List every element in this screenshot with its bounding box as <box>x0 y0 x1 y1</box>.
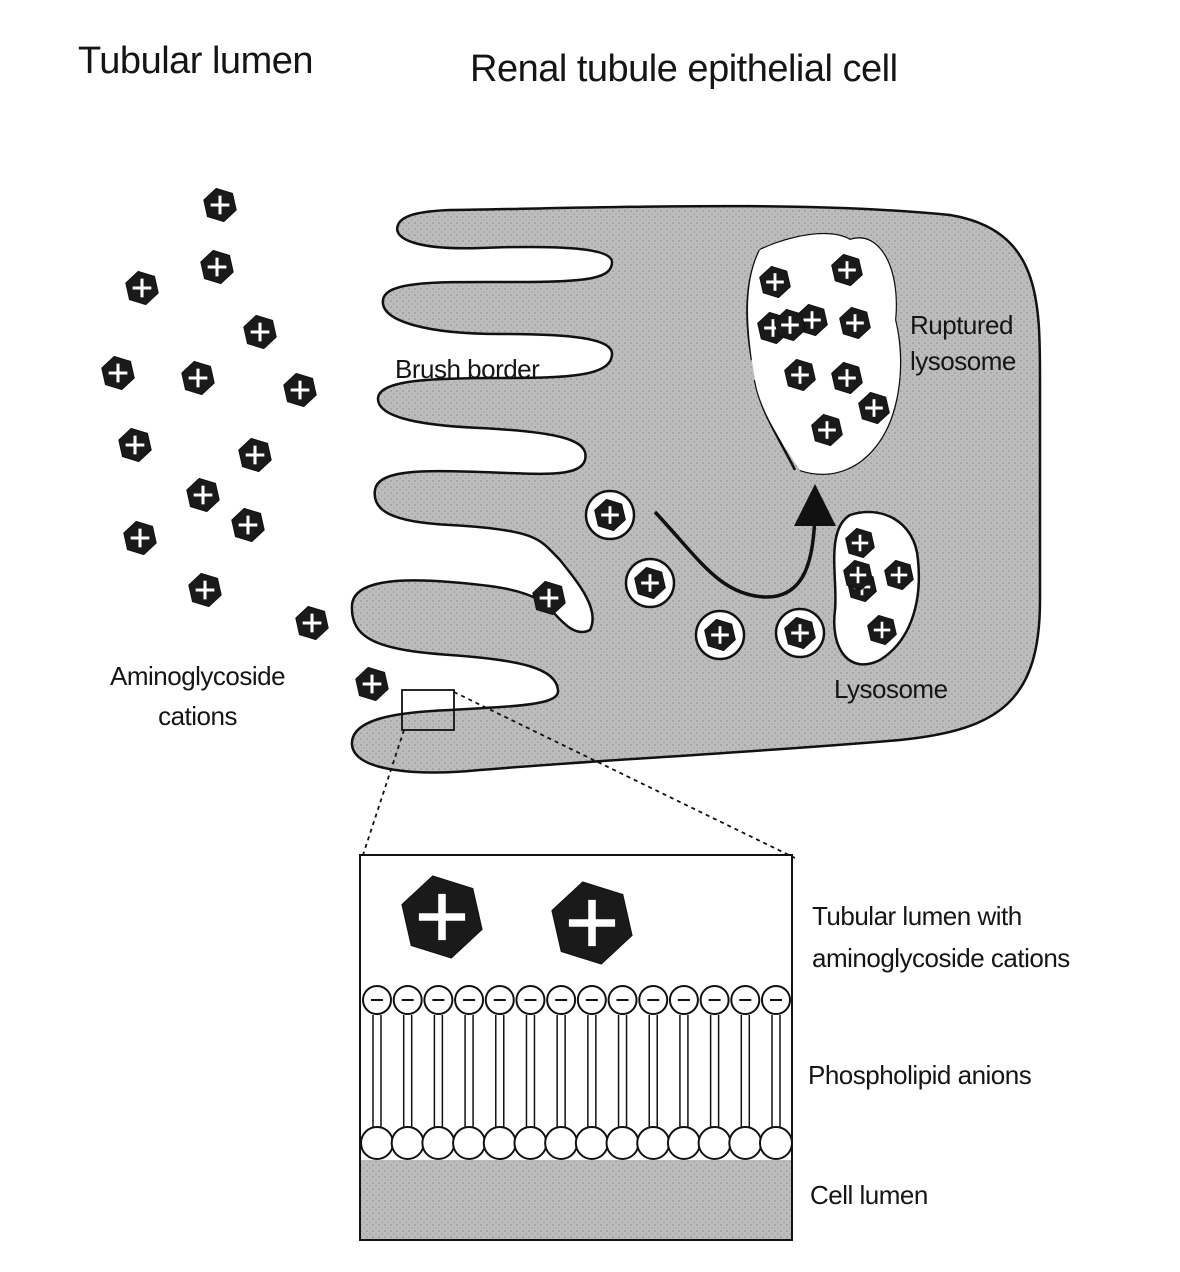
zoom-region-marker <box>401 689 455 731</box>
phospholipid-molecule: − <box>759 985 793 1160</box>
inner-leaflet-head <box>666 1126 701 1160</box>
ruptured-lysosome-cation: + <box>774 308 806 342</box>
phospholipid-molecule: − <box>666 985 701 1160</box>
phospholipid-molecule: − <box>697 985 732 1160</box>
lumen-aminoglycoside-cation: + <box>125 270 159 306</box>
phospholipid-molecule: − <box>452 985 487 1160</box>
ruptured-lysosome-cation: + <box>831 253 863 287</box>
tubular-lumen-with-cations-line2: aminoglycoside cations <box>812 943 1070 973</box>
inner-leaflet-head <box>697 1126 732 1160</box>
lysosome-cation: + <box>867 614 897 646</box>
inner-leaflet-head <box>421 1126 456 1160</box>
ruptured-lysosome-cation: + <box>784 358 816 392</box>
zoom-aminoglycoside-cation: + <box>401 875 483 959</box>
cell-lumen-label: Cell lumen <box>810 1180 928 1210</box>
phospholipid-molecule: − <box>390 985 425 1160</box>
endosome-cation: + <box>774 607 826 659</box>
lumen-aminoglycoside-cation: + <box>200 249 234 285</box>
lumen-aminoglycoside-cation: + <box>203 187 237 223</box>
aminoglycoside-cations-label-line2: cations <box>158 701 237 731</box>
inner-leaflet-head <box>574 1126 609 1160</box>
lumen-aminoglycoside-cation: + <box>181 360 215 396</box>
zoom-line-left <box>361 729 405 859</box>
phospholipid-molecule: − <box>544 985 579 1160</box>
lysosome-cation: + <box>884 559 914 591</box>
tubular-lumen-with-cations-line1: Tubular lumen with <box>812 901 1022 931</box>
phospholipid-molecule: − <box>574 985 609 1160</box>
aminoglycoside-cations-label: Aminoglycoside cations <box>110 656 286 736</box>
phospholipid-anions-label: Phospholipid anions <box>808 1060 1032 1090</box>
lumen-aminoglycoside-cation: + <box>295 605 329 641</box>
large-cation-layer: ++ <box>401 875 633 965</box>
ruptured-lysosome-cation: + <box>759 265 791 299</box>
phospholipid-molecule: − <box>636 985 671 1160</box>
endosome-cation: + <box>584 489 636 541</box>
ruptured-lysosome-cation: + <box>839 306 871 340</box>
aminoglycoside-cations-label-line1: Aminoglycoside <box>110 661 286 691</box>
lumen-aminoglycoside-cation: + <box>243 314 277 350</box>
ruptured-lysosome-cation: + <box>811 413 843 447</box>
inner-leaflet-head <box>360 1126 394 1160</box>
lumen-aminoglycoside-cation: + <box>118 427 152 463</box>
ruptured-lysosome-label-line2: lysosome <box>910 346 1016 376</box>
lumen-aminoglycoside-cation: + <box>186 477 220 513</box>
zoom-aminoglycoside-cation: + <box>551 881 633 965</box>
lumen-aminoglycoside-cation: + <box>231 507 265 543</box>
inner-leaflet-head <box>636 1126 671 1160</box>
phospholipid-molecule: − <box>421 985 456 1160</box>
curved-arrow-icon <box>653 484 836 599</box>
inner-leaflet-head <box>759 1126 793 1160</box>
lysosome-label: Lysosome <box>834 674 948 704</box>
lysosome-cation: + <box>845 527 875 559</box>
inner-leaflet-head <box>605 1126 640 1160</box>
inner-leaflet-head <box>513 1126 548 1160</box>
phospholipid-molecule: − <box>728 985 763 1160</box>
lumen-aminoglycoside-cation: + <box>188 572 222 608</box>
ruptured-lysosome-label: Ruptured lysosome <box>910 307 1016 379</box>
lumen-aminoglycoside-cation: + <box>123 520 157 556</box>
lumen-aminoglycoside-cation: + <box>238 437 272 473</box>
tubular-lumen-title: Tubular lumen <box>78 40 314 82</box>
inner-leaflet-head <box>452 1126 487 1160</box>
endosome-cation: + <box>694 609 746 661</box>
inner-leaflet-head <box>728 1126 763 1160</box>
inner-leaflet-head <box>544 1126 579 1160</box>
tubular-lumen-with-cations-label: Tubular lumen with aminoglycoside cation… <box>812 895 1070 979</box>
phospholipid-bilayer: −−−−−−−−−−−−−− <box>360 985 793 1160</box>
ruptured-lysosome-label-line1: Ruptured <box>910 310 1013 340</box>
inner-leaflet-head <box>390 1126 425 1160</box>
lumen-aminoglycoside-cation: + <box>355 666 389 702</box>
membrane-zoom-panel: −−−−−−−−−−−−−− ++ <box>359 854 793 1241</box>
epithelial-cell-title: Renal tubule epithelial cell <box>470 48 898 90</box>
cation-layer: +++++++++++++++++++++++++++++++++++ <box>101 187 914 702</box>
endosome-cation: + <box>624 557 676 609</box>
inner-leaflet-head <box>482 1126 517 1160</box>
lysosome-cation: + <box>843 559 873 591</box>
lumen-aminoglycoside-cation: + <box>101 355 135 391</box>
ruptured-lysosome-cation: + <box>858 391 890 425</box>
lumen-aminoglycoside-cation: + <box>283 372 317 408</box>
ruptured-lysosome-cation: + <box>831 361 863 395</box>
endocytosed-cation: + <box>532 580 566 616</box>
phospholipid-molecule: − <box>605 985 640 1160</box>
cell-lumen-region <box>361 1160 791 1239</box>
brush-border-label: Brush border <box>395 354 540 384</box>
